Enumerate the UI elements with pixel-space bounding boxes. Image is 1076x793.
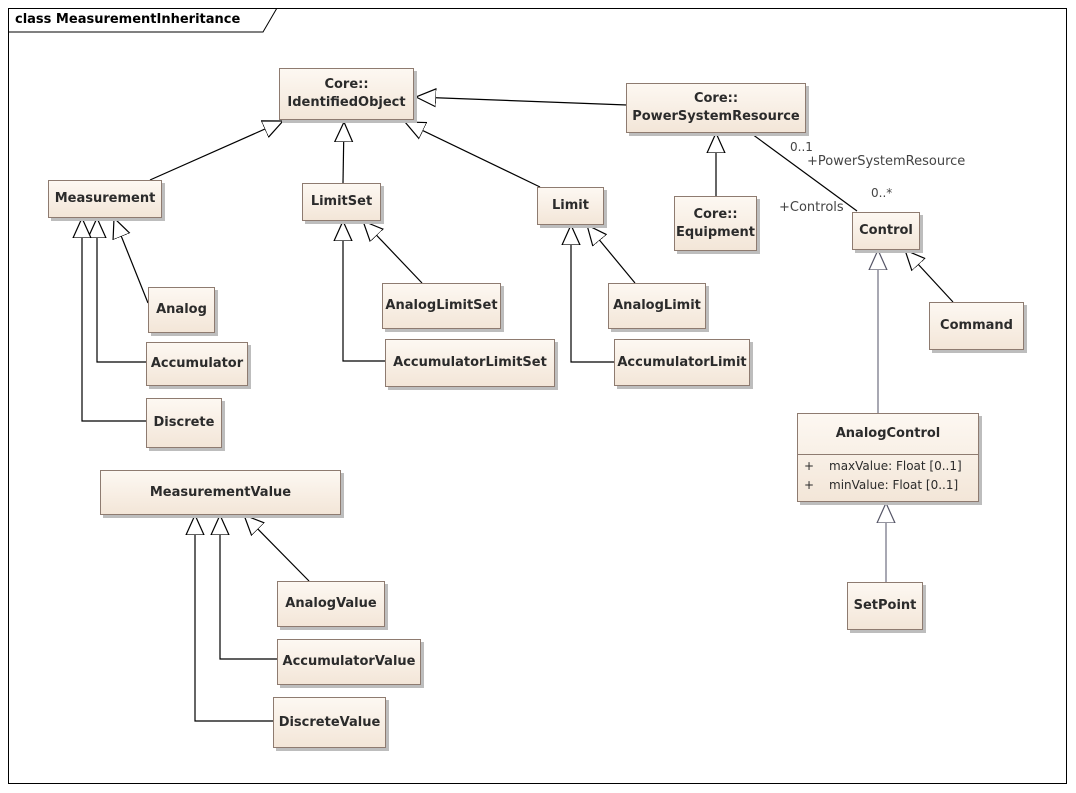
attribute-visibility: +	[804, 478, 815, 492]
class-control[interactable]: Control	[852, 212, 920, 250]
attribute-text: maxValue: Float [0..1]	[829, 459, 962, 473]
gen-discretevalue-measurementvalue	[195, 515, 273, 722]
class-analog-name: Analog	[156, 302, 207, 317]
class-discrete-value[interactable]: DiscreteValue	[273, 697, 386, 748]
gen-accumulatorlimit-limit	[571, 225, 614, 363]
gen-accumulatorvalue-measurementvalue	[220, 515, 277, 660]
association-psr-control	[751, 133, 858, 212]
class-command[interactable]: Command	[929, 302, 1024, 350]
class-power-system-resource-name: PowerSystemResource	[632, 109, 800, 124]
gen-limitset-identifiedobject	[343, 122, 344, 184]
class-equipment[interactable]: Core:: Equipment	[674, 196, 757, 251]
frame-title-tab	[8, 8, 278, 33]
class-power-system-resource-package: Core::	[693, 91, 739, 106]
gen-analoglimit-limit	[587, 225, 636, 284]
gen-command-control	[905, 250, 954, 303]
gen-analog-measurement	[114, 218, 149, 304]
class-analog-limit[interactable]: AnalogLimit	[608, 283, 706, 329]
gen-analogvalue-measurementvalue	[244, 515, 310, 582]
class-command-name: Command	[940, 318, 1013, 333]
class-discrete-value-name: DiscreteValue	[278, 714, 381, 730]
attribute-max-value: + maxValue: Float [0..1]	[798, 457, 978, 476]
class-discrete[interactable]: Discrete	[146, 398, 222, 448]
class-analog-value-name: AnalogValue	[285, 596, 377, 611]
class-control-name: Control	[859, 223, 913, 238]
attribute-text: minValue: Float [0..1]	[829, 478, 959, 492]
class-analog-limit-set-name: AnalogLimitSet	[385, 298, 498, 313]
class-measurement[interactable]: Measurement	[48, 180, 162, 218]
class-equipment-name: Equipment	[675, 224, 756, 240]
class-accumulator-limit-name: AccumulatorLimit	[617, 354, 747, 370]
class-set-point[interactable]: SetPoint	[847, 582, 923, 630]
class-accumulator[interactable]: Accumulator	[146, 342, 248, 386]
class-analog-control-attributes: + maxValue: Float [0..1] + minValue: Float…	[798, 455, 978, 495]
attribute-min-value: + minValue: Float [0..1]	[798, 476, 978, 495]
psr-role-label: +PowerSystemResource	[807, 154, 966, 169]
class-limit-name: Limit	[552, 198, 589, 213]
class-measurement-value[interactable]: MeasurementValue	[100, 470, 341, 515]
class-set-point-name: SetPoint	[853, 598, 917, 613]
class-analog-control-header: AnalogControl	[798, 414, 978, 455]
class-measurement-value-name: MeasurementValue	[149, 484, 292, 500]
diagram-frame	[8, 8, 1067, 784]
class-analog-limit-set[interactable]: AnalogLimitSet	[382, 283, 501, 329]
controls-multiplicity-label: 0..*	[871, 186, 893, 200]
class-accumulator-value-name: AccumulatorValue	[282, 654, 416, 669]
gen-psr-identifiedobject	[416, 97, 628, 105]
class-limit-set[interactable]: LimitSet	[302, 183, 381, 221]
class-accumulator-limit-set[interactable]: AccumulatorLimitSet	[385, 339, 555, 387]
class-equipment-package: Core::	[693, 206, 738, 222]
class-accumulator-limit-set-name: AccumulatorLimitSet	[393, 355, 547, 370]
gen-accumulatorlimitset-limitset	[343, 221, 385, 362]
class-analog-control-name: AnalogControl	[835, 426, 941, 441]
class-identified-object-name: IdentifiedObject	[287, 95, 406, 110]
class-analog[interactable]: Analog	[148, 287, 215, 333]
gen-discrete-measurement	[82, 218, 146, 422]
class-accumulator-limit[interactable]: AccumulatorLimit	[614, 339, 750, 386]
psr-multiplicity-label: 0..1	[790, 140, 813, 154]
class-limit-set-name: LimitSet	[310, 194, 373, 209]
class-measurement-name: Measurement	[54, 191, 156, 206]
class-analog-limit-name: AnalogLimit	[613, 298, 701, 313]
class-analog-control[interactable]: AnalogControl + maxValue: Float [0..1] + m…	[797, 413, 979, 502]
gen-accumulator-measurement	[97, 218, 146, 363]
class-accumulator-value[interactable]: AccumulatorValue	[277, 639, 421, 685]
class-accumulator-name: Accumulator	[150, 356, 244, 371]
class-limit[interactable]: Limit	[537, 187, 604, 225]
class-power-system-resource[interactable]: Core:: PowerSystemResource	[626, 83, 806, 133]
class-identified-object-package: Core::	[324, 77, 369, 92]
attribute-visibility: +	[804, 459, 815, 473]
gen-analoglimitset-limitset	[363, 221, 423, 284]
gen-measurement-identifiedobject	[149, 121, 283, 181]
class-discrete-name: Discrete	[153, 415, 215, 430]
controls-role-label: +Controls	[779, 200, 844, 215]
class-identified-object[interactable]: Core:: IdentifiedObject	[279, 68, 414, 120]
gen-limit-identifiedobject	[405, 122, 541, 188]
class-analog-value[interactable]: AnalogValue	[277, 581, 385, 627]
frame-title: class MeasurementInheritance	[15, 12, 241, 27]
